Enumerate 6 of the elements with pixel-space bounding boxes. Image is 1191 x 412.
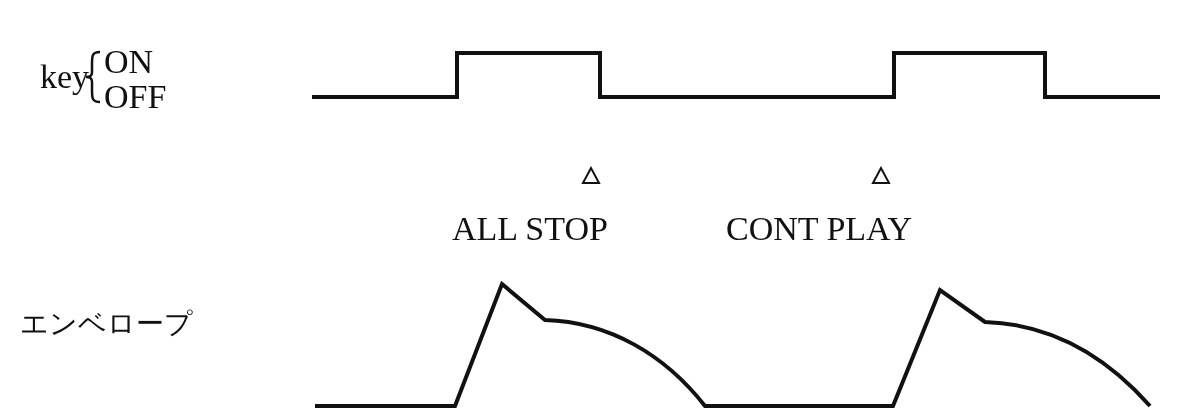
signal-label: エンベロープ <box>20 310 193 338</box>
event-label: CONT PLAY <box>726 212 913 246</box>
event-label: ALL STOP <box>452 212 608 246</box>
state-label: OFF <box>104 80 167 114</box>
state-label: ON <box>104 45 154 79</box>
signal-label: key <box>40 60 90 94</box>
